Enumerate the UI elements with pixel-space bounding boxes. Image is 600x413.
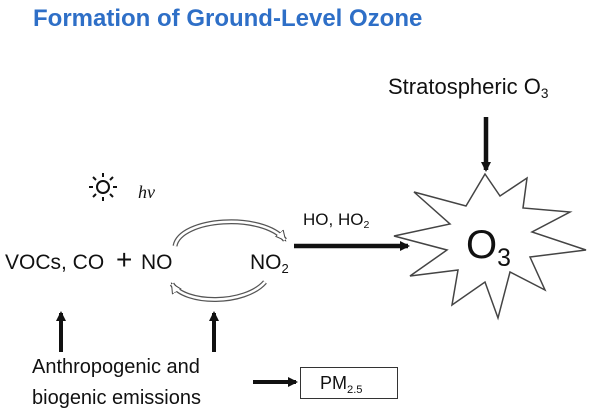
no2-label: NO2 <box>250 251 289 277</box>
vocs-co-label: VOCs, CO <box>5 251 105 274</box>
plus-sign: + <box>116 244 133 275</box>
cycle-arrow-top <box>172 219 287 247</box>
reagent-label: HO, HO2 <box>303 210 370 232</box>
light-label: hv <box>138 182 155 202</box>
no-label: NO <box>141 251 173 274</box>
emissions-label-line1: Anthropogenic and <box>32 356 200 378</box>
ozone-label: O3 <box>466 223 511 272</box>
cycle-arrow-top-inner <box>173 220 286 247</box>
pm25-box <box>300 367 398 399</box>
emissions-label-line2: biogenic emissions <box>32 387 201 409</box>
pm25-label: PM2.5 <box>320 373 363 396</box>
cycle-arrow-bottom-inner <box>170 281 266 301</box>
diagram-title: Formation of Ground-Level Ozone <box>33 5 423 32</box>
stratospheric-o3-label: Stratospheric O3 <box>388 74 549 102</box>
sun-icon <box>89 173 117 201</box>
ozone-starburst <box>393 172 587 321</box>
